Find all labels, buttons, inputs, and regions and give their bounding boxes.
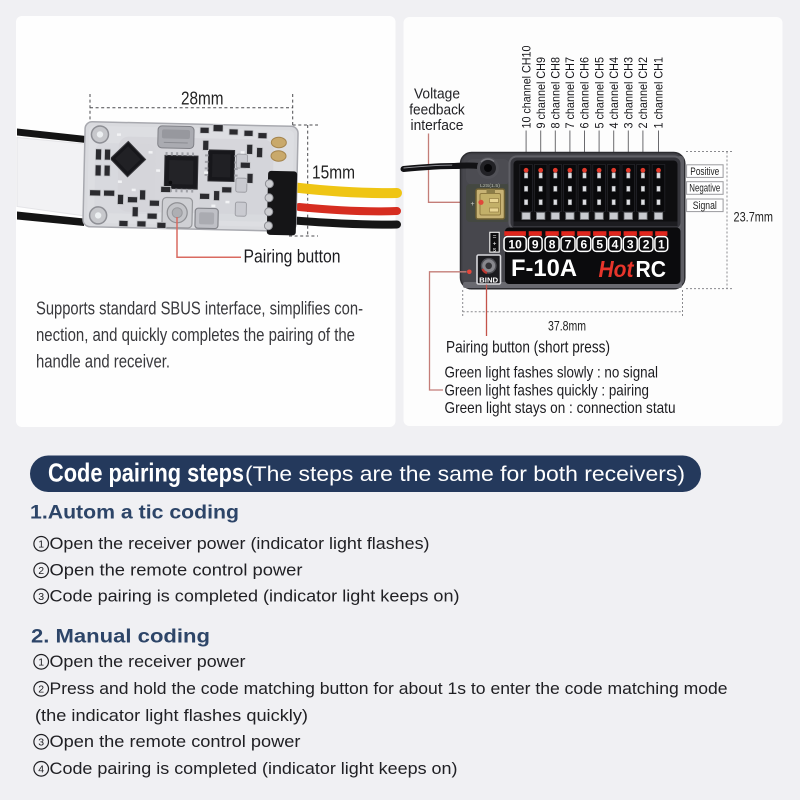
svg-text:nection, and quickly completes: nection, and quickly completes the pairi… xyxy=(36,324,355,345)
svg-text:Open the remote control power: Open the remote control power xyxy=(50,732,301,751)
svg-text:1 channel CH1: 1 channel CH1 xyxy=(652,57,666,129)
svg-text:+: + xyxy=(470,201,474,208)
svg-text:4: 4 xyxy=(38,764,44,776)
svg-text:9 channel CH9: 9 channel CH9 xyxy=(534,57,548,129)
svg-text:2 channel CH2: 2 channel CH2 xyxy=(636,57,650,129)
svg-text:+: + xyxy=(493,241,497,248)
svg-text:Green light fashes quickly : p: Green light fashes quickly : pairing xyxy=(445,383,650,400)
svg-text:feedback: feedback xyxy=(409,102,465,119)
svg-text:Green light stays on : connect: Green light stays on : connection statu xyxy=(445,400,676,417)
svg-text:Code pairing is completed (ind: Code pairing is completed (indicator lig… xyxy=(50,759,458,778)
svg-text:Hot: Hot xyxy=(599,256,635,282)
svg-text:1.Autom a tic coding: 1.Autom a tic coding xyxy=(30,502,239,524)
svg-text:Code pairing steps: Code pairing steps xyxy=(48,458,244,488)
svg-text:4: 4 xyxy=(612,238,619,252)
svg-text:F-10A: F-10A xyxy=(511,255,577,282)
svg-text:Pairing button: Pairing button xyxy=(244,247,341,267)
svg-text:3: 3 xyxy=(38,591,44,603)
svg-text:(The steps are the same for bo: (The steps are the same for both receive… xyxy=(245,463,685,486)
svg-text:6: 6 xyxy=(581,238,588,252)
svg-text:9: 9 xyxy=(532,238,539,252)
svg-text:Open the remote control power: Open the remote control power xyxy=(50,561,303,580)
svg-text:15mm: 15mm xyxy=(312,163,355,183)
svg-text:23.7mm: 23.7mm xyxy=(734,210,774,225)
svg-text:Voltage: Voltage xyxy=(414,86,460,103)
svg-text:8 channel CH8: 8 channel CH8 xyxy=(549,57,563,129)
svg-text:3: 3 xyxy=(38,737,44,749)
svg-text:1: 1 xyxy=(658,238,665,252)
svg-text:3 channel CH3: 3 channel CH3 xyxy=(622,57,636,129)
svg-text:Signal: Signal xyxy=(693,200,717,212)
svg-text:RC: RC xyxy=(636,256,667,282)
svg-text:7: 7 xyxy=(565,238,572,252)
svg-text:1: 1 xyxy=(38,539,44,551)
svg-text:2: 2 xyxy=(38,565,44,577)
svg-text:8: 8 xyxy=(549,238,556,252)
svg-text:Press and hold the code matchi: Press and hold the code matching button … xyxy=(50,679,728,698)
svg-text:4 channel CH4: 4 channel CH4 xyxy=(607,57,621,129)
svg-text:2: 2 xyxy=(643,238,650,252)
svg-text:28mm: 28mm xyxy=(181,89,224,109)
svg-text:2: 2 xyxy=(38,684,44,696)
svg-text:BIND: BIND xyxy=(479,277,498,284)
svg-text:Pairing button (short press): Pairing button (short press) xyxy=(446,338,610,357)
svg-text:10 channel CH10: 10 channel CH10 xyxy=(519,45,533,128)
svg-text:Positive: Positive xyxy=(690,166,719,178)
svg-text:1: 1 xyxy=(38,657,44,669)
svg-text:s: s xyxy=(493,247,497,254)
svg-text:Supports standard SBUS interfa: Supports standard SBUS interface, simpli… xyxy=(36,298,363,319)
svg-text:3: 3 xyxy=(627,238,634,252)
svg-text:6 channel CH6: 6 channel CH6 xyxy=(578,57,592,129)
svg-text:Open the receiver power (indic: Open the receiver power (indicator light… xyxy=(50,534,430,553)
svg-text:Code pairing is completed (ind: Code pairing is completed (indicator lig… xyxy=(50,587,460,606)
svg-text:37.8mm: 37.8mm xyxy=(548,319,586,334)
svg-text:7 channel CH7: 7 channel CH7 xyxy=(563,57,577,129)
svg-text:5: 5 xyxy=(596,238,603,252)
svg-text:2. Manual coding: 2. Manual coding xyxy=(31,626,210,648)
svg-text:Green light fashes slowly : no: Green light fashes slowly : no signal xyxy=(445,365,659,382)
svg-text:Open the receiver power: Open the receiver power xyxy=(50,652,246,671)
svg-text:interface: interface xyxy=(411,117,464,134)
svg-text:handle and receiver.: handle and receiver. xyxy=(36,351,170,372)
svg-text:L2S(1.5): L2S(1.5) xyxy=(480,183,501,188)
svg-text:Negative: Negative xyxy=(689,183,720,195)
svg-text:=: = xyxy=(493,234,497,241)
svg-text:(the indicator light flashes q: (the indicator light flashes quickly) xyxy=(35,706,308,725)
svg-text:5 channel CH5: 5 channel CH5 xyxy=(592,57,606,129)
svg-text:10: 10 xyxy=(508,238,522,252)
